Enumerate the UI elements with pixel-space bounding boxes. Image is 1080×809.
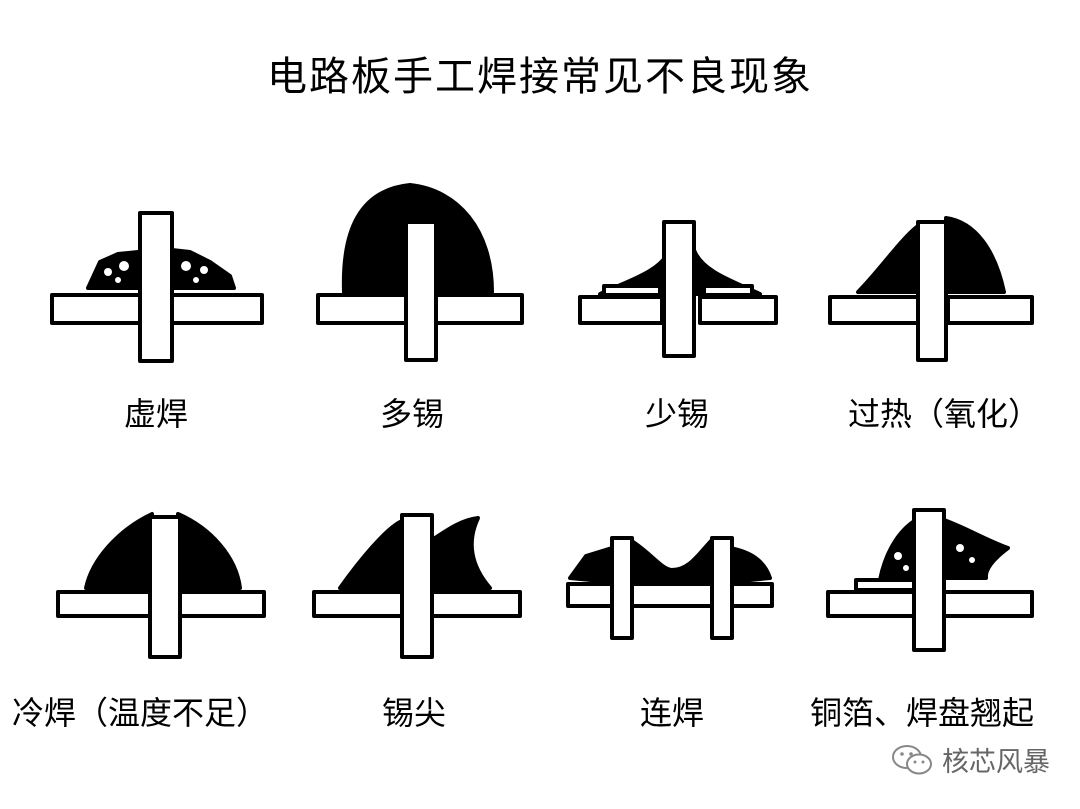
diagram-pad-lift [826, 508, 1034, 652]
label-solder-spike: 锡尖 [382, 694, 447, 732]
label-overheat: 过热（氧化） [848, 395, 1041, 433]
wechat-icon [892, 744, 932, 774]
watermark: 核芯风暴 [890, 740, 1050, 779]
label-insufficient-tin: 少锡 [645, 395, 710, 433]
label-cold-solder: 冷焊（温度不足） [12, 694, 269, 732]
diagram-virtual-solder [50, 211, 264, 363]
page-title: 电路板手工焊接常见不良现象 [267, 54, 813, 100]
diagram-overheat [828, 216, 1034, 362]
label-virtual-solder: 虚焊 [124, 395, 189, 433]
label-bridging: 连焊 [640, 694, 705, 732]
diagram-insufficient-tin [578, 220, 778, 358]
diagram-excess-tin [316, 183, 524, 362]
diagram-bridging [566, 536, 774, 640]
diagram-solder-spike [312, 513, 522, 659]
label-excess-tin: 多锡 [380, 395, 445, 433]
label-pad-lift: 铜箔、焊盘翘起 [810, 694, 1035, 732]
diagram-cold-solder [56, 512, 266, 659]
watermark-text: 核芯风暴 [942, 747, 1050, 778]
